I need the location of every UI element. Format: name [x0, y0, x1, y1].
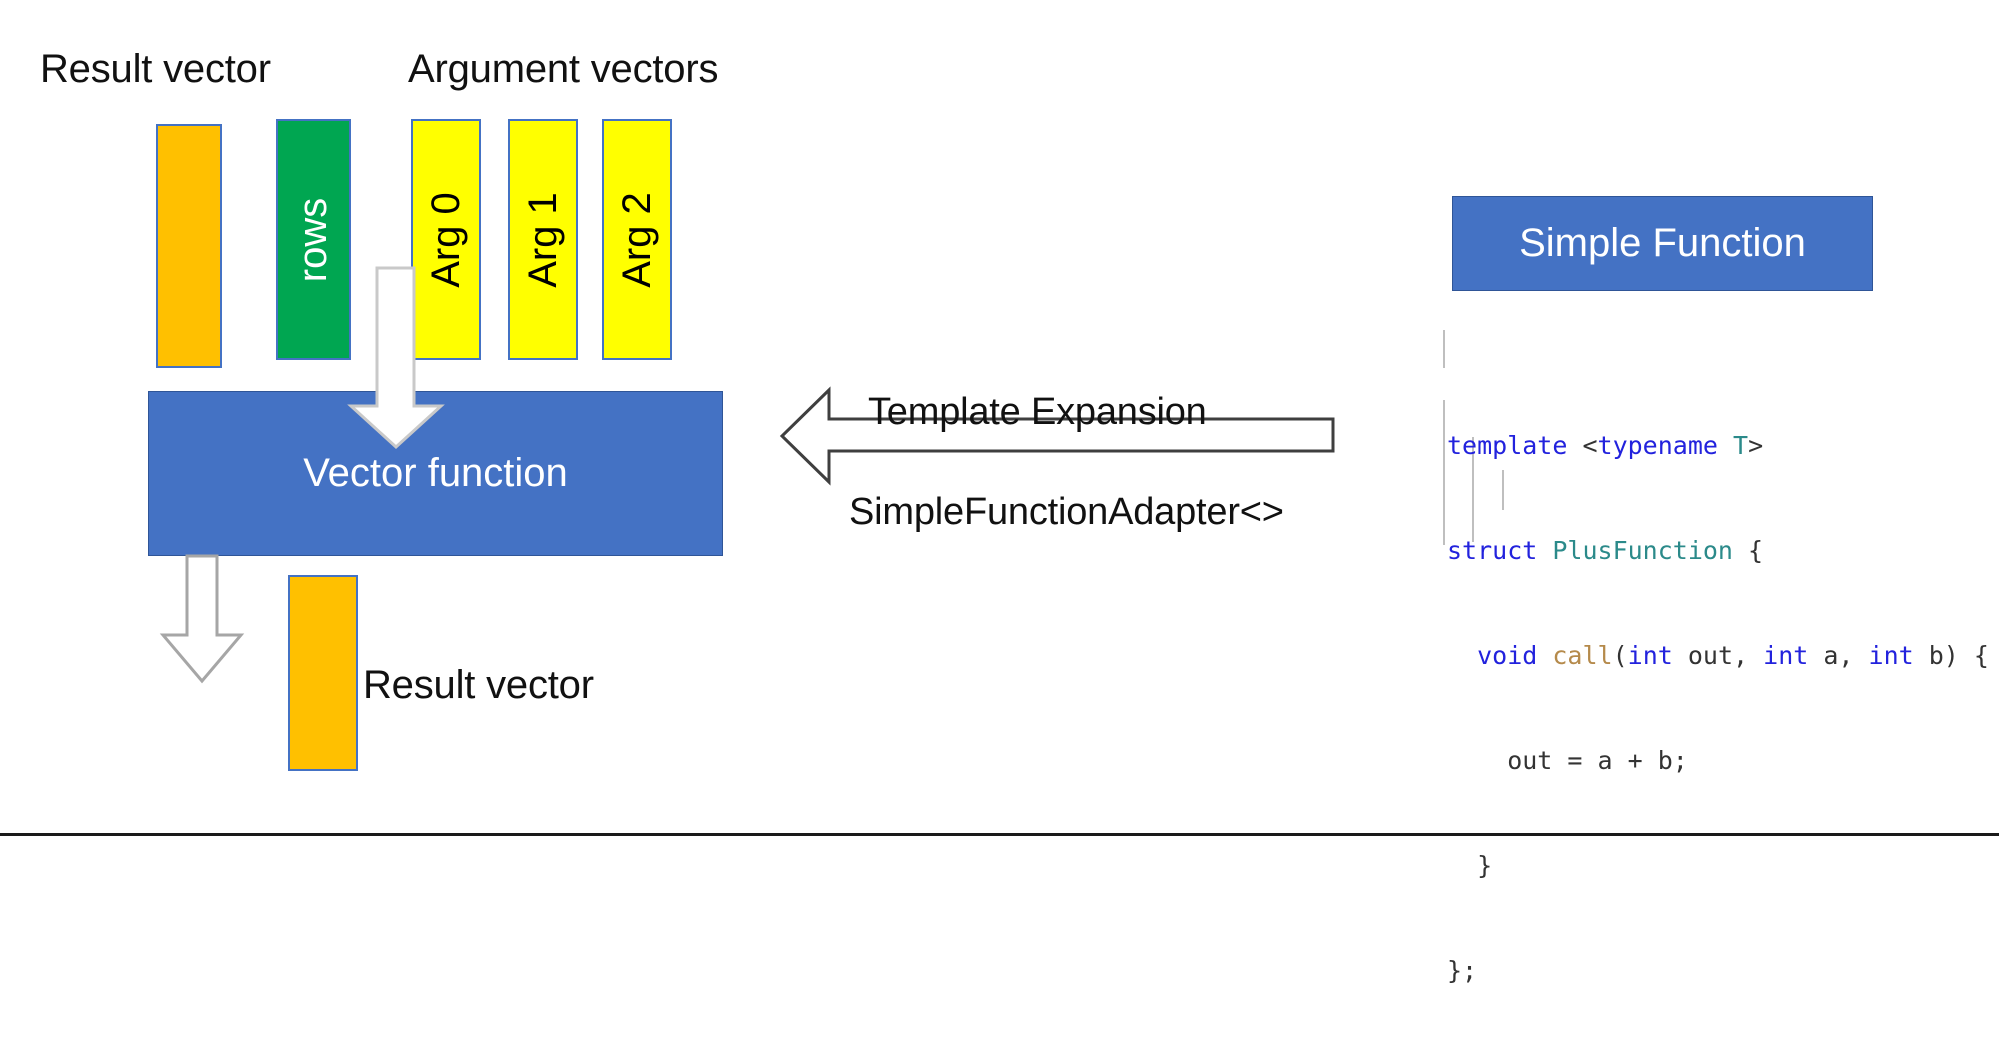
- code-indent-guide-2: [1472, 437, 1474, 542]
- arg2-bar: Arg 2: [602, 119, 672, 360]
- code-token: int: [1868, 641, 1929, 670]
- code-token: out = a + b;: [1447, 746, 1688, 775]
- code-token: template: [1447, 431, 1583, 460]
- template-expansion-label: Template Expansion: [868, 391, 1207, 433]
- arg0-bar: Arg 0: [411, 119, 481, 360]
- code-token: int: [1763, 641, 1824, 670]
- code-token: PlusFunction: [1552, 536, 1749, 565]
- code-token: struct: [1447, 536, 1553, 565]
- code-token: (: [1612, 641, 1628, 670]
- vector-to-result-arrow: [159, 554, 245, 684]
- argument-vectors-label: Argument vectors: [408, 47, 719, 91]
- code-token: int: [1627, 641, 1688, 670]
- code-snippet[interactable]: template <typename T> struct PlusFunctio…: [1447, 358, 1989, 1058]
- vector-function-box[interactable]: Vector function: [148, 391, 723, 556]
- code-token: void: [1477, 641, 1553, 670]
- code-token: <: [1582, 431, 1598, 460]
- code-line-3: out = a + b;: [1447, 743, 1989, 778]
- code-token: [1447, 641, 1477, 670]
- slide-canvas: Result vector Argument vectors rows Arg …: [0, 47, 1999, 985]
- code-token: typename: [1597, 431, 1733, 460]
- code-line-1: struct PlusFunction {: [1447, 533, 1989, 568]
- arg1-bar-label: Arg 1: [521, 191, 566, 288]
- code-line-5: };: [1447, 953, 1989, 988]
- rows-bar: rows: [276, 119, 351, 360]
- result-vector-bottom-bar: [288, 575, 358, 771]
- code-token: >: [1748, 431, 1764, 460]
- code-token: b) {: [1928, 641, 1989, 670]
- code-token: }: [1447, 851, 1493, 880]
- arg0-bar-label: Arg 0: [424, 191, 469, 288]
- rows-bar-label: rows: [291, 197, 336, 282]
- code-line-0: template <typename T>: [1447, 428, 1989, 463]
- code-token: call: [1552, 641, 1613, 670]
- code-line-2: void call(int out, int a, int b) {: [1447, 638, 1989, 673]
- code-token: T: [1733, 431, 1749, 460]
- code-indent-guide-1: [1443, 400, 1445, 545]
- code-indent-guide-0: [1443, 330, 1445, 368]
- code-line-4: }: [1447, 848, 1989, 883]
- code-token: {: [1748, 536, 1764, 565]
- code-token: out,: [1687, 641, 1764, 670]
- simple-function-box[interactable]: Simple Function: [1452, 196, 1873, 291]
- result-vector-bar: [156, 124, 222, 368]
- code-token: a,: [1823, 641, 1869, 670]
- arg1-bar: Arg 1: [508, 119, 578, 360]
- code-indent-guide-3: [1502, 470, 1504, 510]
- vector-function-label: Vector function: [303, 451, 568, 495]
- slide-bottom-rule: [0, 833, 1999, 836]
- result-vector-top-label: Result vector: [40, 47, 271, 91]
- simple-function-adapter-label: SimpleFunctionAdapter<>: [849, 491, 1284, 533]
- arg2-bar-label: Arg 2: [615, 191, 660, 288]
- simple-function-label: Simple Function: [1519, 221, 1806, 265]
- result-vector-bottom-label: Result vector: [363, 663, 594, 707]
- code-token: };: [1447, 956, 1478, 985]
